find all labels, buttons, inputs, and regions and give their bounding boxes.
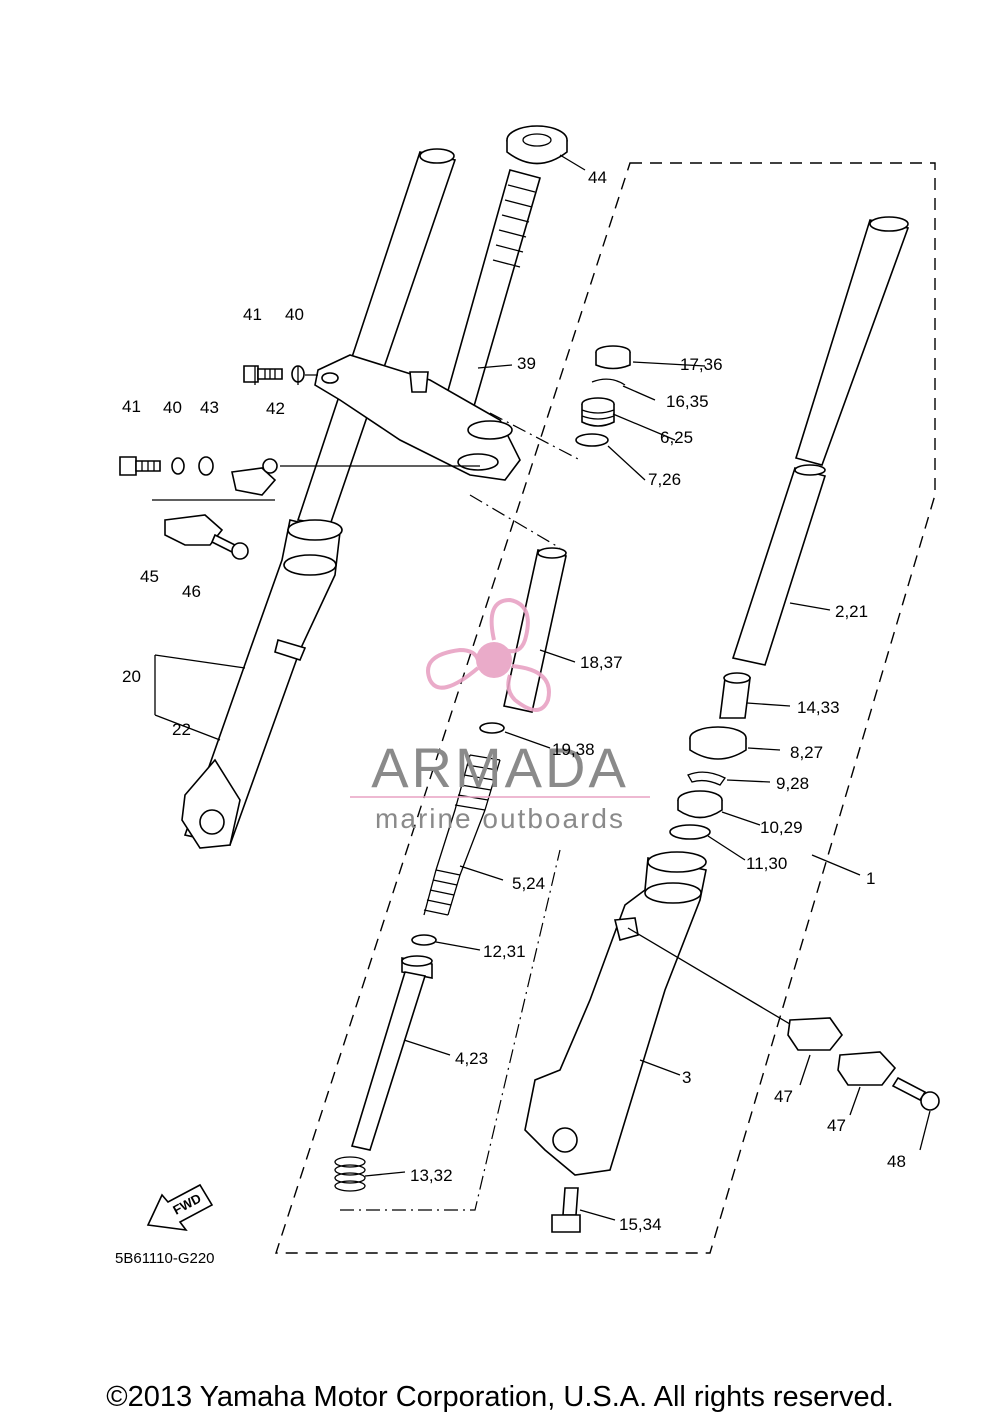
callout-46: 46 [182, 582, 201, 601]
callout-4-23: 4,23 [455, 1049, 488, 1068]
callout-44: 44 [588, 168, 607, 187]
callout-47-left: 47 [774, 1087, 793, 1106]
leader-lines [154, 154, 931, 1221]
callout-3: 3 [682, 1068, 691, 1087]
fork-internals [334, 345, 631, 1192]
copyright-notice: ©2013 Yamaha Motor Corporation, U.S.A. A… [106, 1381, 894, 1413]
callout-14-33: 14,33 [797, 698, 840, 717]
callout-41-lower: 41 [122, 397, 141, 416]
bracket-hardware [119, 365, 480, 560]
callout-43: 43 [200, 398, 219, 417]
callout-42: 42 [266, 399, 285, 418]
callout-10-29: 10,29 [760, 818, 803, 837]
callout-12-31: 12,31 [483, 942, 526, 961]
callout-1: 1 [866, 869, 875, 888]
callout-20: 20 [122, 667, 141, 686]
fwd-arrow-icon: FWD [146, 1183, 214, 1232]
watermark-hub [476, 642, 512, 678]
callout-48: 48 [887, 1152, 906, 1171]
watermark-tagline: marine outboards [375, 803, 625, 834]
callout-2-21: 2,21 [835, 602, 868, 621]
right-fork-parts [524, 216, 940, 1233]
steering-stem [314, 125, 568, 481]
callout-13-32: 13,32 [410, 1166, 453, 1185]
callout-39: 39 [517, 354, 536, 373]
callout-19-38: 19,38 [552, 740, 595, 759]
watermark-brand: ARMADA [371, 736, 629, 799]
callout-17-36: 17,36 [680, 355, 723, 374]
callout-45: 45 [140, 567, 159, 586]
callout-9-28: 9,28 [776, 774, 809, 793]
callout-15-34: 15,34 [619, 1215, 662, 1234]
watermark-logo [426, 597, 551, 712]
callout-47-right: 47 [827, 1116, 846, 1135]
left-fork-assembly [181, 148, 457, 849]
callout-18-37: 18,37 [580, 653, 623, 672]
callout-22: 22 [172, 720, 191, 739]
callout-7-26: 7,26 [648, 470, 681, 489]
callout-6-25: 6,25 [660, 428, 693, 447]
callout-40-lower: 40 [163, 398, 182, 417]
callout-11-30: 11,30 [746, 854, 787, 873]
callout-16-35: 16,35 [666, 392, 709, 411]
callout-8-27: 8,27 [790, 743, 823, 762]
callout-labels: 44 41 40 39 41 40 43 42 45 46 20 22 17,3… [122, 168, 906, 1234]
diagram-code: 5B61110-G220 [115, 1250, 215, 1267]
callout-41-upper: 41 [243, 305, 262, 324]
watermark-propeller [426, 597, 551, 712]
callout-5-24: 5,24 [512, 874, 545, 893]
callout-40-upper: 40 [285, 305, 304, 324]
inner-group-line [340, 412, 581, 1211]
